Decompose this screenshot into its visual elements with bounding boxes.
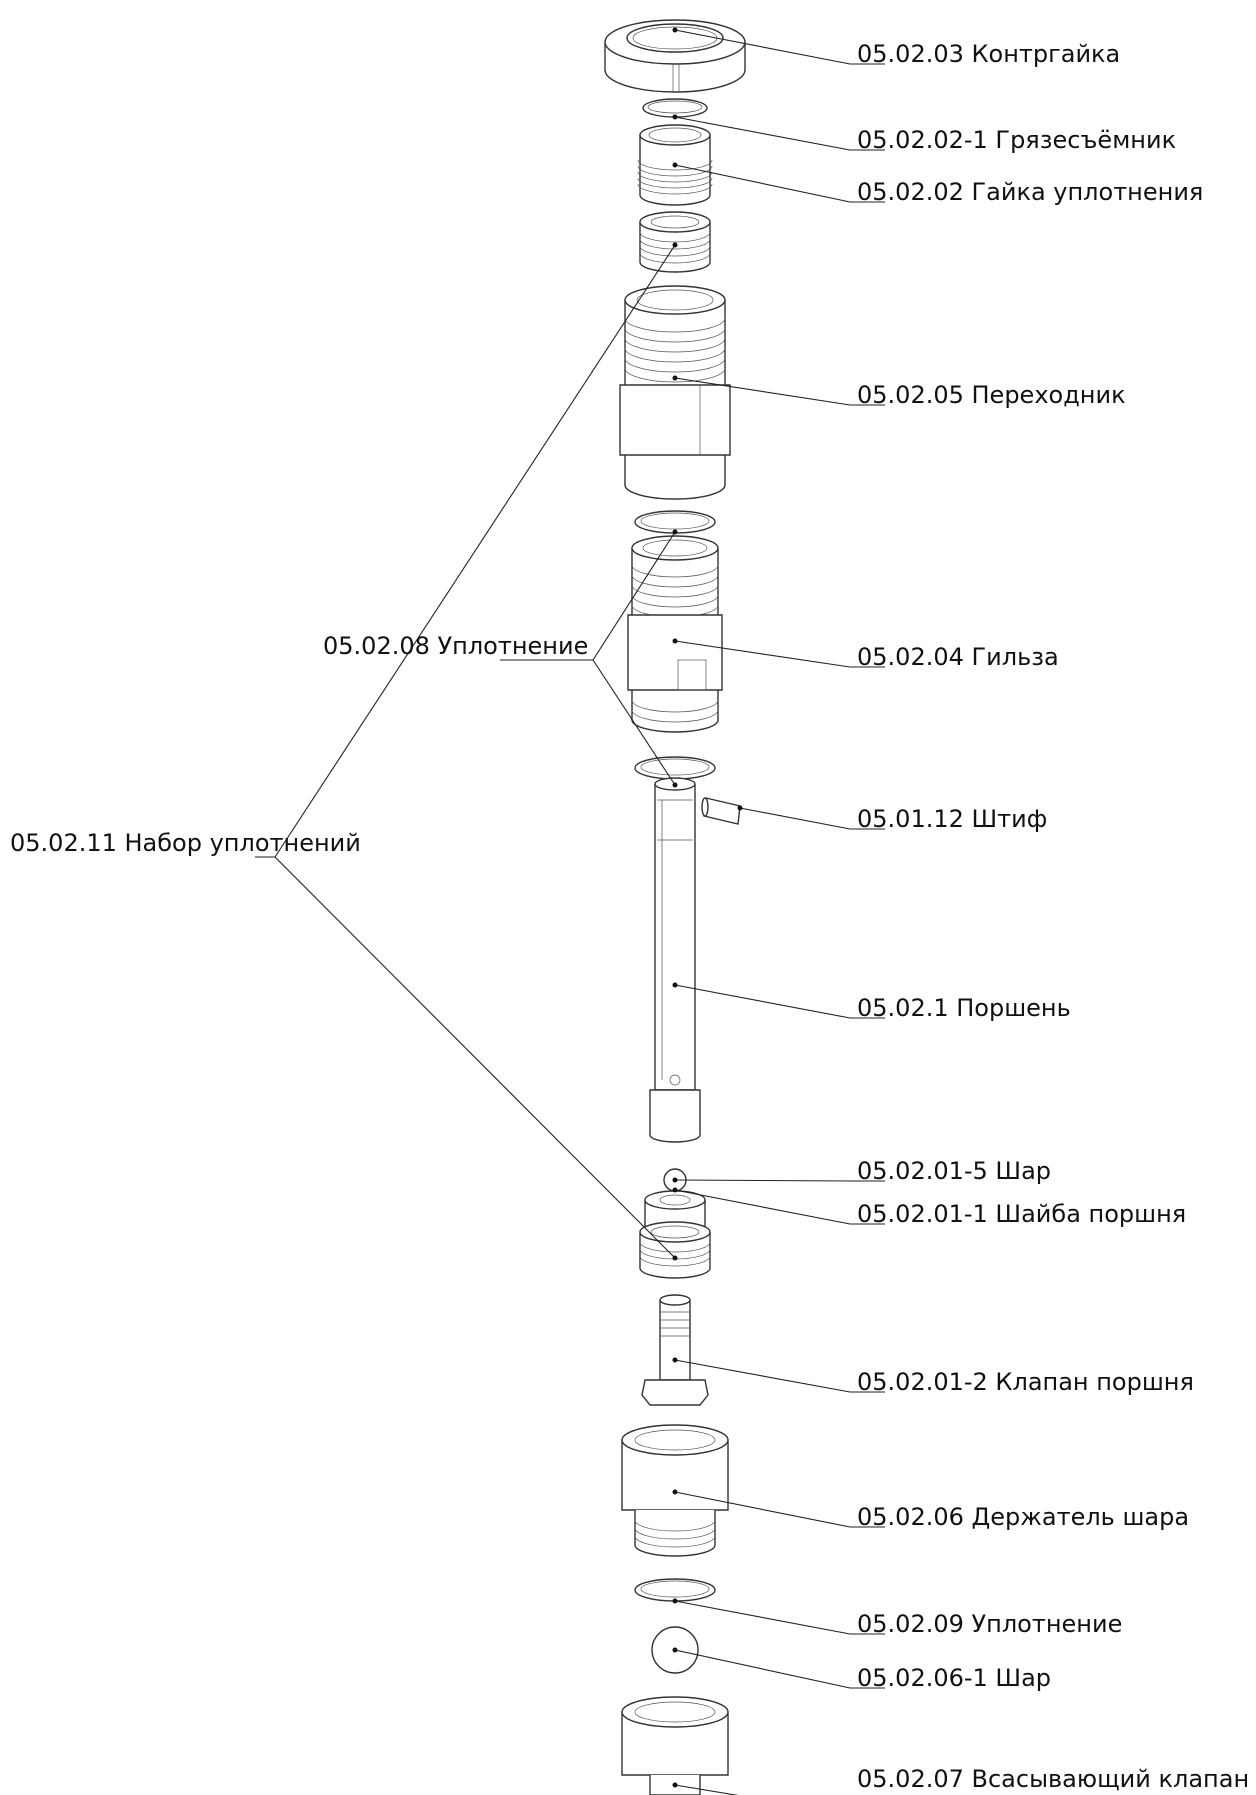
label-nabor-uplotneniy: 05.02.11 Набор уплотнений: [10, 829, 361, 857]
leader-dots: [672, 27, 743, 1788]
part-drawings: [604, 19, 746, 1795]
label-gryazesemnik: 05.02.02-1 Грязесъёмник: [857, 126, 1176, 154]
label-uplotnenie-08: 05.02.08 Уплотнение: [323, 632, 588, 660]
label-klapan-porshnya: 05.02.01-2 Клапан поршня: [857, 1368, 1194, 1396]
label-uplotnenie-09: 05.02.09 Уплотнение: [857, 1610, 1122, 1638]
suction-valve-drawing: [621, 1696, 729, 1795]
label-shayba-porshnya: 05.02.01-1 Шайба поршня: [857, 1200, 1186, 1228]
label-porshen: 05.02.1 Поршень: [857, 994, 1071, 1022]
lock-nut-drawing: [604, 19, 746, 93]
label-shar-5: 05.02.01-5 Шар: [857, 1157, 1051, 1185]
ball-holder-drawing: [621, 1424, 729, 1557]
wiper-ring-drawing: [642, 98, 708, 118]
upper-seal-set-drawing: [639, 211, 711, 273]
label-gaika-uplotneniya: 05.02.02 Гайка уплотнения: [857, 178, 1203, 206]
label-shar-1: 05.02.06-1 Шар: [857, 1664, 1051, 1692]
lower-o-ring-drawing: [634, 756, 716, 780]
label-kontrgaika: 05.02.03 Контргайка: [857, 40, 1120, 68]
piston-drawing: [649, 777, 701, 1143]
sleeve-drawing: [627, 535, 723, 733]
upper-o-ring-drawing: [634, 510, 716, 534]
bottom-o-ring-drawing: [634, 1578, 716, 1602]
lower-seal-set-drawing: [639, 1221, 711, 1279]
label-gilza: 05.02.04 Гильза: [857, 643, 1059, 671]
label-perekhodnik: 05.02.05 Переходник: [857, 381, 1126, 409]
leader-lines: [255, 29, 885, 1795]
label-vsasyvayushchiy-klapan: 05.02.07 Всасывающий клапан: [857, 1765, 1249, 1793]
callout-labels: 05.02.03 Контргайка 05.02.02-1 Грязесъём…: [10, 40, 1249, 1793]
pin-drawing: [701, 797, 741, 825]
piston-valve-drawing: [641, 1294, 709, 1406]
label-shtif: 05.01.12 Штиф: [857, 805, 1047, 833]
adapter-drawing: [619, 285, 731, 500]
seal-nut-drawing: [637, 124, 713, 206]
label-derzhatel-shara: 05.02.06 Держатель шара: [857, 1503, 1189, 1531]
